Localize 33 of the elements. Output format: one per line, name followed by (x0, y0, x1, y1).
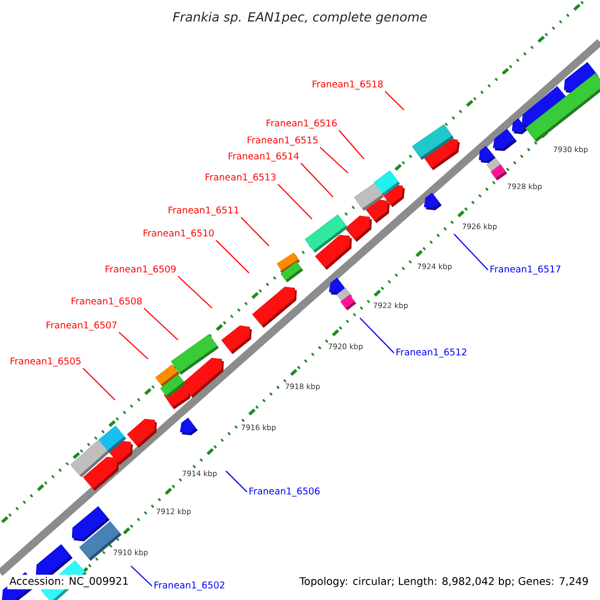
leader-line (118, 332, 148, 360)
accession-text: Accession: NC_009921 (7, 574, 131, 590)
gene-label: Franean1_6507 (46, 321, 117, 331)
leader-line (278, 184, 312, 220)
gene-label: Franean1_6516 (266, 119, 337, 129)
title: Frankia sp. EAN1pec, complete genome (172, 12, 427, 24)
gene-label: Franean1_6505 (10, 357, 80, 367)
leader-line (216, 240, 250, 274)
gene-label: Franean1_6511 (168, 206, 238, 216)
genome-info-text: Topology: circular; Length: 8,982,042 bp; Genes: 7,249 (297, 574, 591, 590)
gene-label: Franean1_6508 (72, 297, 142, 307)
leader-line (82, 368, 116, 400)
leader-line (144, 308, 178, 340)
gene-label: Franean1_6518 (312, 80, 383, 90)
gene-label: Franean1_6502 (154, 581, 224, 591)
gene-label: Franean1_6515 (248, 136, 318, 146)
gene-label: Franean1_6506 (250, 487, 320, 497)
gene-label: Franean1_6513 (206, 173, 276, 183)
gene-label: Franean1_6514 (228, 152, 299, 162)
leader-line (130, 566, 152, 586)
leader-line (338, 130, 364, 160)
leader-line (384, 90, 404, 110)
gene-label: Franean1_6512 (396, 348, 466, 358)
leader-line (320, 146, 348, 174)
leader-line (178, 276, 212, 308)
leader-line (454, 234, 488, 270)
leader-line (240, 216, 270, 246)
leader-line (360, 318, 394, 354)
gene-label: Franean1_6517 (490, 265, 560, 275)
leader-line (226, 470, 248, 492)
gene-label: Franean1_6509 (106, 265, 176, 275)
gene-label: Franean1_6510 (144, 229, 214, 239)
leader-line (300, 162, 334, 198)
